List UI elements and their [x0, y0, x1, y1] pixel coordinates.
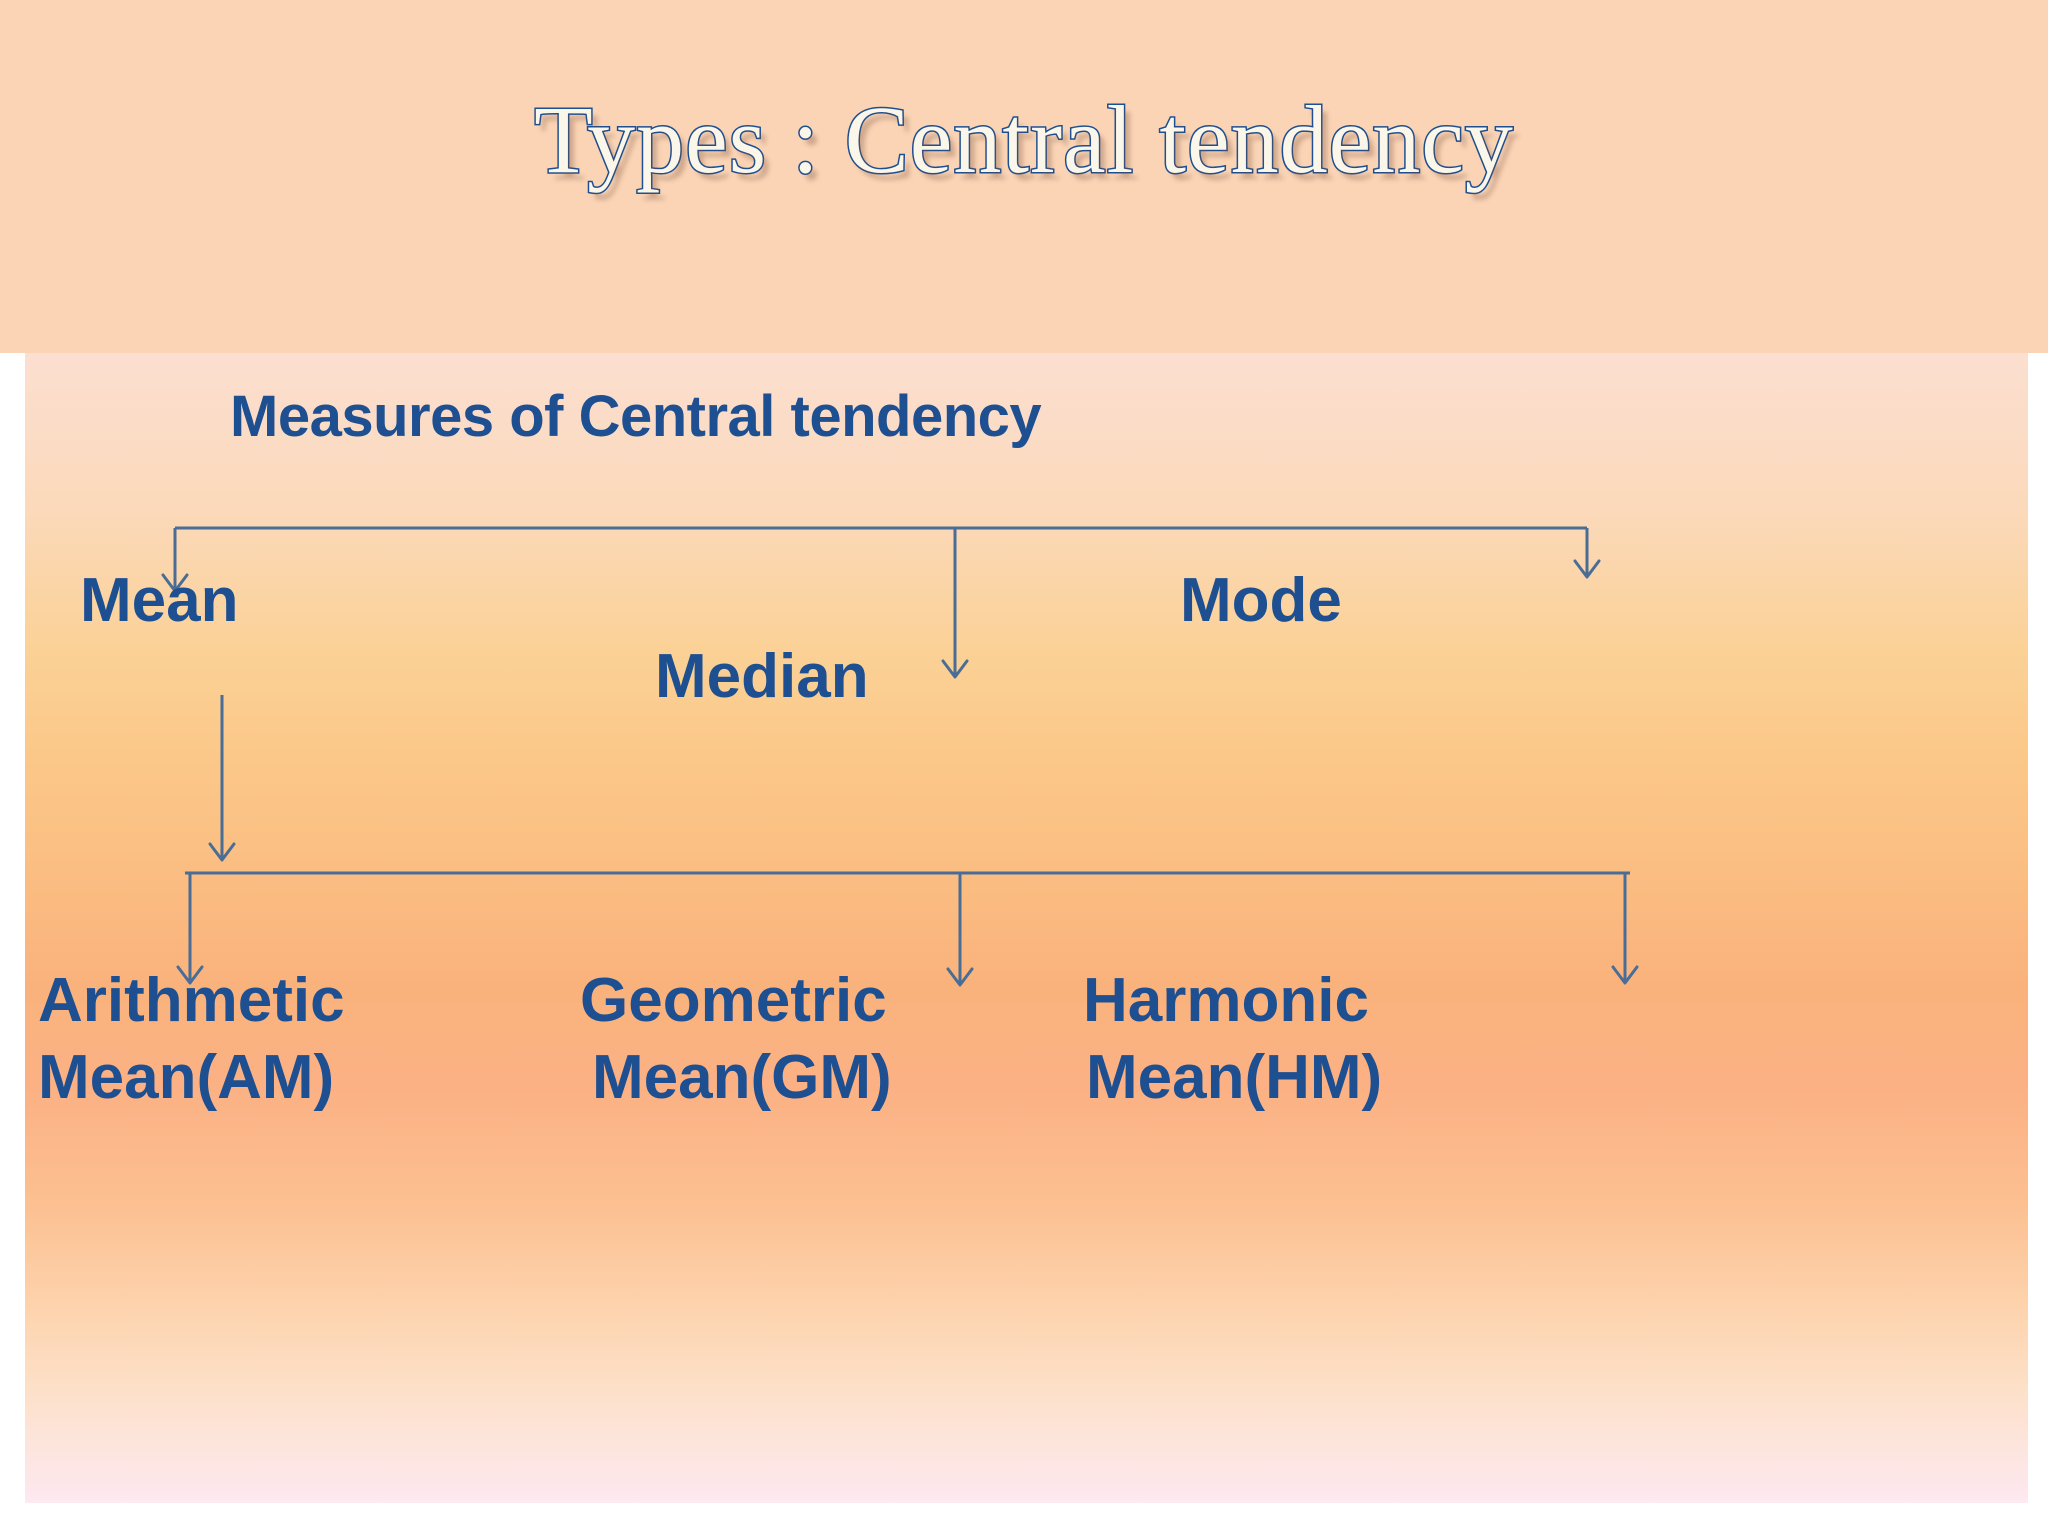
diagram-node-median: Median [655, 642, 869, 711]
diagram-node-geometric-mean: Geometric Mean(GM) [580, 963, 892, 1117]
leaf-line-2: Mean(HM) [1086, 1042, 1383, 1112]
diagram-node-arithmetic-mean: Arithmetic Mean(AM) [38, 963, 345, 1117]
arrowhead-mode [1573, 559, 1601, 579]
arrowhead-mean-down [208, 842, 236, 862]
diagram-root-heading: Measures of Central tendency [230, 384, 1042, 449]
diagram-node-harmonic-mean: Harmonic Mean(HM) [1083, 963, 1382, 1117]
leaf-line-2: Mean(GM) [592, 1042, 892, 1112]
leaf-line-1: Harmonic [1083, 966, 1369, 1035]
leaf-line-1: Geometric [580, 966, 887, 1035]
diagram-node-mode: Mode [1180, 566, 1342, 635]
arrowhead-median [941, 659, 969, 679]
diagram-node-mean: Mean [80, 566, 239, 635]
page-title: Types : Central tendency [533, 86, 1515, 193]
diagram-connectors [161, 526, 1639, 987]
leaf-line-2: Mean(AM) [38, 1042, 335, 1112]
slide-content-panel: Measures of Central tendency Mean Median… [25, 353, 2028, 1503]
arrowhead-hm [1611, 965, 1639, 985]
slide-header-band: Types : Central tendency [0, 0, 2048, 353]
leaf-line-1: Arithmetic [38, 966, 345, 1035]
arrowhead-gm [946, 967, 974, 987]
